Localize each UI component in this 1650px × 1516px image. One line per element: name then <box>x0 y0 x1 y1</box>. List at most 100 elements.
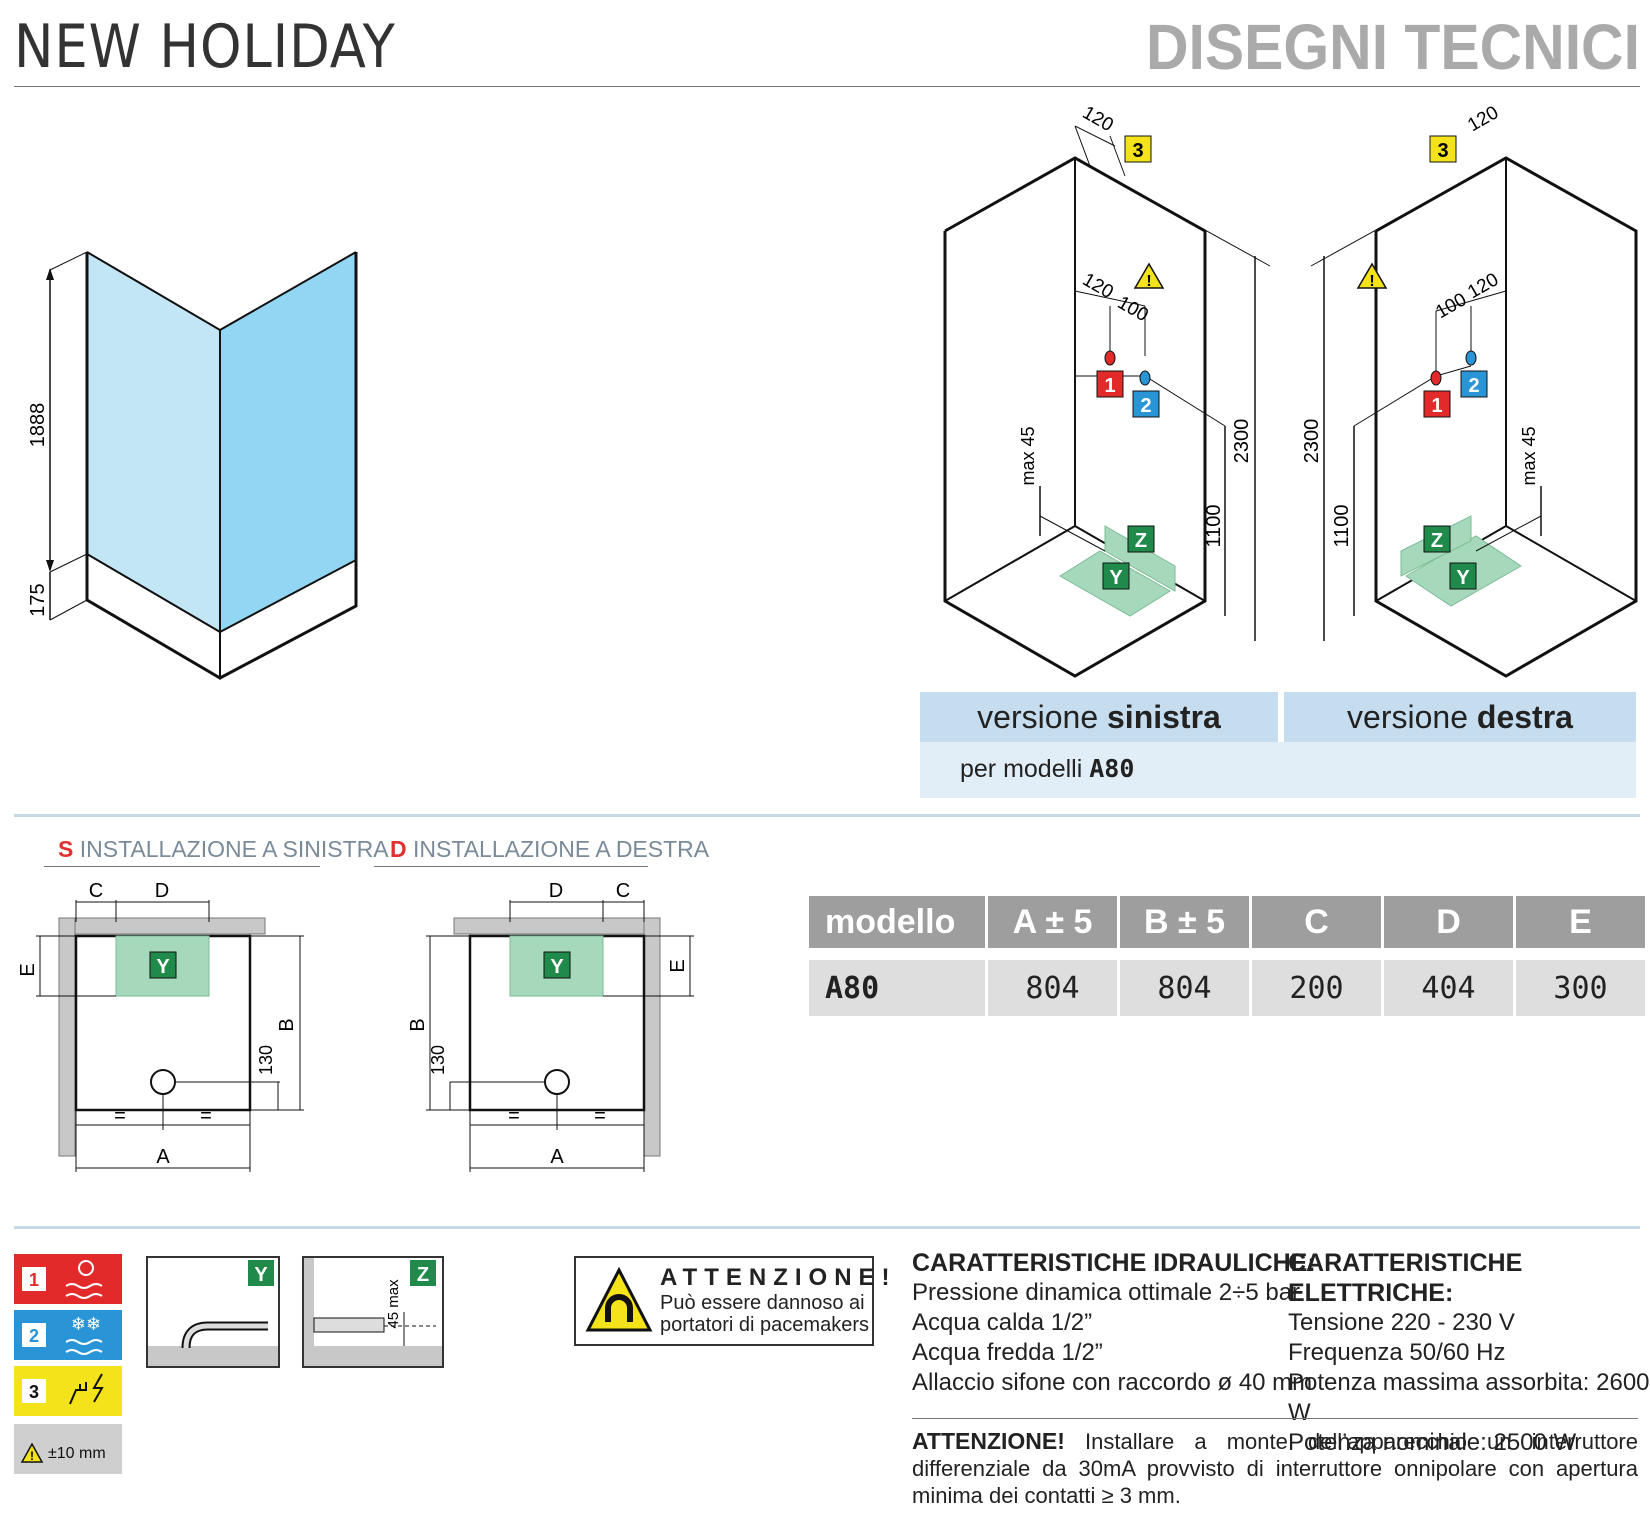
svg-text:A: A <box>550 1146 564 1168</box>
list-item: Potenza massima assorbita: 2600 W <box>1288 1369 1650 1426</box>
snowflake-icon: ❄❄ <box>71 1314 101 1334</box>
section-divider-2 <box>14 1226 1640 1229</box>
installation-note: ATTENZIONE! Installare a monte dell’appa… <box>912 1428 1638 1508</box>
svg-text:max 45: max 45 <box>1018 426 1038 485</box>
col-header: A ± 5 <box>988 896 1117 948</box>
section-title: DISEGNI TECNICI <box>1146 11 1640 83</box>
warning-title: ATTENZIONE! <box>660 1264 897 1291</box>
list-item: Tensione 220 - 230 V <box>1288 1309 1515 1336</box>
version-models-row: per modelli A80 <box>920 742 1636 798</box>
svg-text:1: 1 <box>29 1270 39 1290</box>
tag-2 <box>1460 370 1488 398</box>
svg-text:Z: Z <box>417 1264 429 1286</box>
cell: 804 <box>1120 960 1249 1016</box>
svg-text:!: ! <box>30 1449 34 1463</box>
svg-text:C: C <box>616 880 630 902</box>
tag-3 <box>1429 135 1457 163</box>
tag-z <box>1423 525 1451 553</box>
svg-text:2: 2 <box>1140 395 1151 417</box>
version-right-header: versione destra <box>1284 692 1636 742</box>
list-item: Frequenza 50/60 Hz <box>1288 1339 1506 1366</box>
list-item: Acqua fredda 1/2” <box>912 1339 1103 1366</box>
svg-text:2: 2 <box>29 1326 39 1346</box>
tag-2 <box>1132 390 1160 418</box>
svg-text:Z: Z <box>1431 530 1443 552</box>
iso-right-version-drawing: ! 3 2 1 Z Y 120 120 100 2300 1100 max 45 <box>1301 102 1638 678</box>
magnet-warning-icon <box>585 1266 653 1332</box>
lightning-icon <box>92 1373 104 1403</box>
zone-z-wall <box>1104 525 1176 592</box>
svg-text:Y: Y <box>550 956 564 978</box>
svg-text:1: 1 <box>1104 375 1115 397</box>
col-header: E <box>1516 896 1645 948</box>
iso-left-version-drawing: ! 3 1 2 Z Y 120 120 100 2300 1100 max 45 <box>943 102 1271 678</box>
svg-text:2300: 2300 <box>1231 419 1253 464</box>
col-header: B ± 5 <box>1120 896 1249 948</box>
svg-text:120: 120 <box>1079 269 1117 303</box>
install-left-title: S INSTALLAZIONE A SINISTRA <box>58 836 389 862</box>
svg-text:=: = <box>114 1105 126 1127</box>
header-divider <box>14 86 1640 87</box>
svg-text:=: = <box>508 1105 520 1127</box>
dim-175: 175 <box>27 583 49 616</box>
svg-text:130: 130 <box>428 1045 448 1075</box>
svg-text:120: 120 <box>1464 269 1502 303</box>
tag-1 <box>1423 390 1451 418</box>
list-item: Pressione dinamica ottimale 2÷5 bar <box>912 1279 1301 1306</box>
svg-text:2: 2 <box>1468 375 1479 397</box>
svg-text:!: ! <box>1146 273 1151 290</box>
svg-text:C: C <box>89 880 103 902</box>
cell: 200 <box>1252 960 1381 1016</box>
svg-text:100: 100 <box>1114 292 1152 326</box>
warning-icon <box>1133 262 1165 289</box>
list-item: Acqua calda 1/2” <box>912 1309 1093 1336</box>
svg-text:2300: 2300 <box>1301 419 1323 464</box>
svg-text:max 45: max 45 <box>1519 426 1539 485</box>
col-header: modello <box>809 896 985 948</box>
svg-text:=: = <box>594 1105 606 1127</box>
tag-y <box>1102 562 1130 590</box>
install-right-title: D INSTALLAZIONE A DESTRA <box>390 836 710 862</box>
cold-water-outlet <box>1139 370 1151 386</box>
svg-text:Y: Y <box>254 1264 268 1286</box>
product-title: NEW HOLIDAY <box>14 12 396 82</box>
spec-table-header-row: modello A ± 5 B ± 5 C D E <box>809 896 1645 948</box>
electrical-specs: CARATTERISTICHE ELETTRICHE: Tensione 220… <box>1288 1249 1650 1456</box>
svg-text:1100: 1100 <box>1331 504 1353 547</box>
warning-icon <box>20 1442 44 1463</box>
svg-text:D: D <box>155 880 169 902</box>
svg-text:B: B <box>276 1018 298 1031</box>
plug-icon <box>69 1382 87 1405</box>
cell: 300 <box>1516 960 1645 1016</box>
list-item: Potenza nominale: 2500 W <box>1288 1429 1577 1456</box>
tag-z <box>1127 525 1155 553</box>
svg-text:100: 100 <box>1432 289 1470 323</box>
cell: 404 <box>1384 960 1513 1016</box>
svg-text:130: 130 <box>256 1045 276 1075</box>
svg-text:3: 3 <box>1437 140 1448 162</box>
svg-text:45 max: 45 max <box>385 1279 402 1329</box>
svg-text:A: A <box>156 1146 170 1168</box>
svg-text:Y: Y <box>156 956 170 978</box>
right-glass-panel <box>220 252 356 632</box>
legend-connection-drawings: Y Z 45 max <box>146 1256 444 1368</box>
svg-text:!: ! <box>1369 273 1374 290</box>
tag-1 <box>1096 370 1124 398</box>
warning-icon <box>1356 262 1388 289</box>
svg-text:D: D <box>549 880 563 902</box>
svg-text:±10 mm: ±10 mm <box>48 1445 106 1462</box>
table-row: A80 804 804 200 404 300 <box>809 960 1645 1016</box>
tag-y <box>1449 562 1477 590</box>
list-item: Allaccio sifone con raccordo ø 40 mm <box>912 1369 1313 1396</box>
svg-text:Y: Y <box>1109 567 1123 589</box>
left-glass-panel <box>87 252 220 632</box>
cell: A80 <box>809 960 985 1016</box>
svg-text:B: B <box>407 1018 429 1031</box>
svg-text:Y: Y <box>1456 567 1470 589</box>
svg-text:=: = <box>200 1105 212 1127</box>
section-divider-1 <box>14 814 1640 817</box>
cold-water-outlet <box>1465 350 1477 366</box>
install-right-plan: Y D C E B 130 = = A <box>407 880 694 1172</box>
version-left-header: versione sinistra <box>920 692 1278 742</box>
